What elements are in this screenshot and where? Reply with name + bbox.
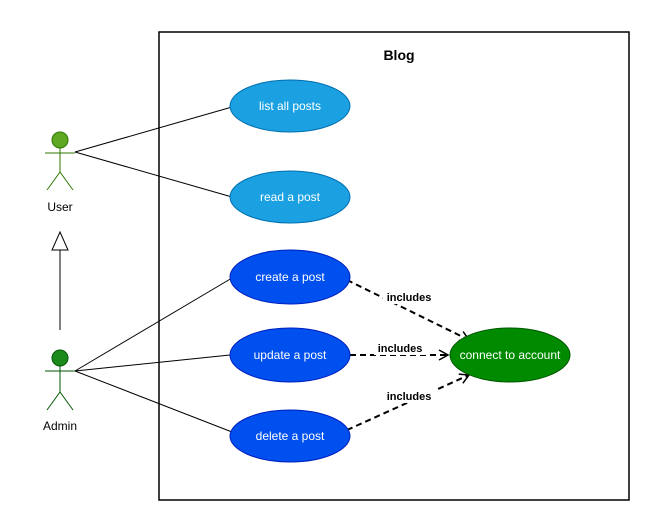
actor-user[interactable]: User — [45, 131, 75, 214]
use-case-create-a-post-shape — [229, 249, 351, 305]
use-case-read-a-post-label: read a post — [260, 190, 321, 204]
use-case-create-a-post[interactable]: create a post — [229, 249, 351, 305]
actor-admin-label: Admin — [43, 419, 77, 433]
actor-admin-head — [51, 349, 69, 367]
include-label-bg-2 — [374, 341, 426, 355]
include-delete-connect — [346, 373, 471, 431]
association-admin-update-a-post — [74, 354, 231, 372]
generalization-arrowhead — [51, 230, 69, 251]
use-case-connect-to-account-label: connect to account — [460, 348, 561, 362]
actor-admin[interactable]: Admin — [43, 349, 77, 433]
include-label-bg-1 — [383, 290, 435, 304]
system-title: Blog — [383, 47, 414, 63]
actor-user-head — [51, 131, 69, 149]
use-case-list-all-posts-shape — [229, 79, 351, 133]
use-case-delete-a-post-label: delete a post — [256, 429, 325, 443]
association-admin-delete-a-post — [74, 370, 233, 433]
use-case-update-a-post-shape — [229, 327, 351, 383]
actor-admin-leg-left — [46, 391, 61, 411]
use-case-delete-a-post-shape — [229, 409, 351, 463]
system-boundary — [158, 31, 630, 501]
include-create-connect — [346, 279, 471, 342]
include-label-update: includes — [378, 343, 423, 355]
association-user-read-a-post — [74, 151, 233, 198]
use-case-list-all-posts-label: list all posts — [259, 99, 321, 113]
association-admin-create-a-post — [74, 277, 233, 372]
actor-user-label: User — [47, 200, 72, 214]
actor-user-leg-left — [46, 171, 61, 191]
use-case-update-a-post[interactable]: update a post — [229, 327, 351, 383]
use-case-connect-to-account-shape — [449, 327, 571, 383]
actor-user-leg-right — [59, 171, 74, 191]
include-label-bg-3 — [383, 389, 435, 403]
use-case-connect-to-account[interactable]: connect to account — [449, 327, 571, 383]
actor-admin-leg-right — [59, 391, 74, 411]
include-label-create: includes — [387, 292, 432, 304]
use-case-read-a-post-shape — [229, 170, 351, 224]
include-label-delete: includes — [387, 391, 432, 403]
use-case-list-all-posts[interactable]: list all posts — [229, 79, 351, 133]
association-user-list-all-posts — [74, 106, 233, 153]
use-case-update-a-post-label: update a post — [254, 348, 327, 362]
use-case-delete-a-post[interactable]: delete a post — [229, 409, 351, 463]
use-case-create-a-post-label: create a post — [255, 270, 325, 284]
use-case-read-a-post[interactable]: read a post — [229, 170, 351, 224]
